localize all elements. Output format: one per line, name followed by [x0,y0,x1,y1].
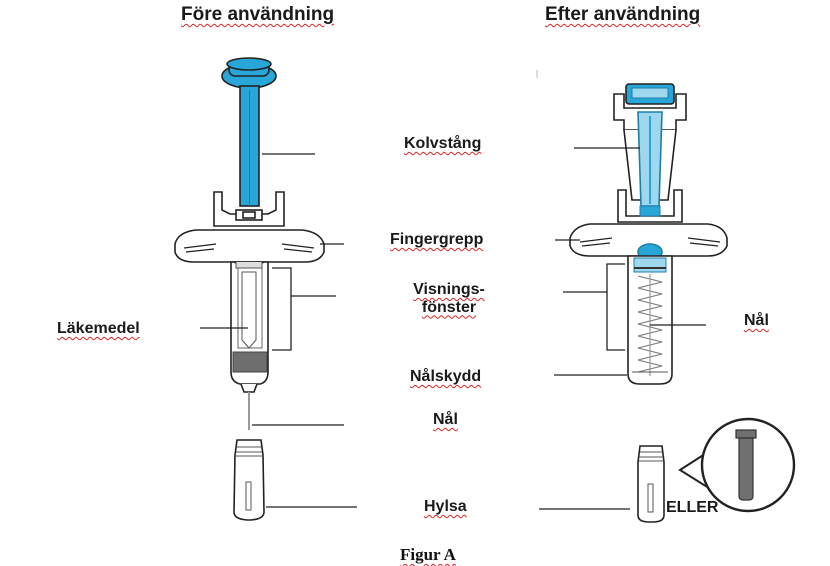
heading-before: Före användning [181,4,335,25]
leader-lines-left [200,153,357,508]
spring [637,275,663,373]
cap-before [233,439,265,521]
syringe-before [174,57,325,521]
figure-caption: Figur A [400,545,456,564]
magnified-cap-callout [678,417,796,513]
label-finger-grip: Fingergrepp [390,231,484,248]
syringe-after [569,83,728,523]
medicine-chamber [241,271,257,349]
leader-lines-right [539,147,706,510]
label-cap: Hylsa [424,498,467,515]
label-viewing-window: Visnings- fönster [413,281,485,316]
label-plunger-rod: Kolvstång [404,135,482,152]
label-needle-center: Nål [433,411,458,428]
label-or: ELLER [666,499,719,516]
heading-after: Efter användning [545,4,701,25]
viewing-window-bracket-after [606,263,625,351]
medicine-before [232,351,268,373]
label-needle-right: Nål [744,312,769,329]
label-needle-guard: Nålskydd [410,368,482,385]
label-medicine: Läkemedel [57,320,140,337]
alt-cap-icon [738,437,754,501]
finger-grip-after [569,223,728,257]
housing-before [213,191,285,227]
viewing-window-bracket-before [272,267,292,351]
finger-grip-before [174,229,325,263]
